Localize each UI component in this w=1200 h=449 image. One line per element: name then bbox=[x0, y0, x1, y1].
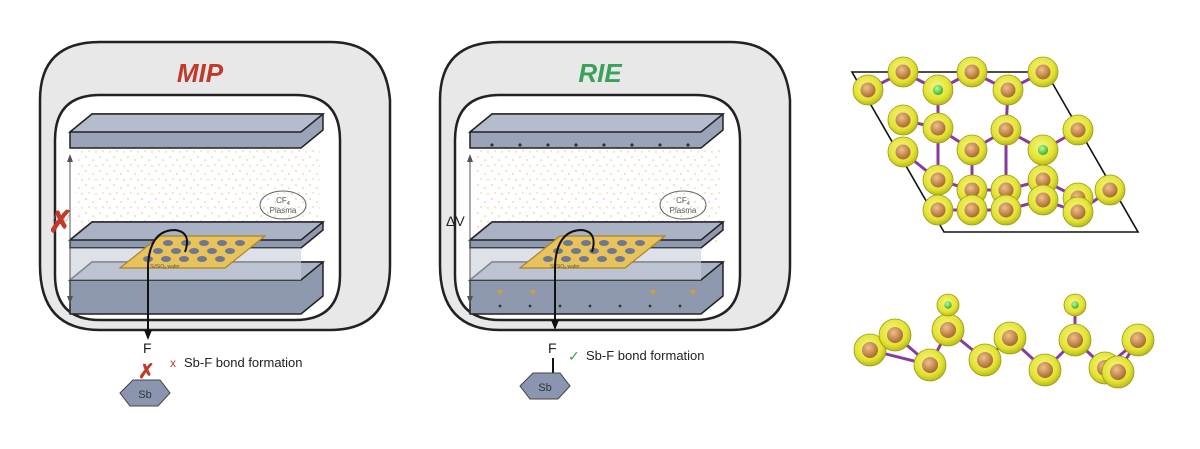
fluorine-atom bbox=[1037, 144, 1049, 156]
atom-core bbox=[930, 172, 946, 188]
plasma-label: CF4 Plasma bbox=[259, 190, 307, 220]
atom-core bbox=[964, 202, 980, 218]
fluorine-atom bbox=[944, 301, 952, 309]
fluorine-atom bbox=[1071, 301, 1079, 309]
atom-core bbox=[895, 144, 911, 160]
mip-panel: MIP bbox=[38, 40, 392, 407]
plasma-label: CF4 Plasma bbox=[659, 190, 707, 220]
fluorine-trajectory bbox=[554, 228, 595, 328]
mip-title: MIP bbox=[177, 58, 224, 88]
sb-hexagon: Sb bbox=[119, 379, 171, 407]
bond-text: Sb-F bond formation bbox=[586, 348, 705, 363]
atom-core bbox=[930, 202, 946, 218]
crystal-structure-panel bbox=[850, 56, 1155, 389]
voltage-indicator: ΔV bbox=[446, 154, 473, 304]
atom-core bbox=[887, 327, 903, 343]
atom-core bbox=[1035, 192, 1051, 208]
atom-core bbox=[922, 357, 938, 373]
atom-core bbox=[977, 352, 993, 368]
rie-panel: RIE bbox=[438, 40, 792, 400]
atom-core bbox=[1037, 362, 1053, 378]
atom-core bbox=[862, 342, 878, 358]
atom-core bbox=[1102, 182, 1118, 198]
atom-core bbox=[1035, 64, 1051, 80]
svg-text:Sb: Sb bbox=[138, 389, 151, 401]
atom-core bbox=[895, 64, 911, 80]
cross-mark-icon: ✗ bbox=[138, 361, 155, 383]
fluorine-label: F bbox=[143, 340, 152, 356]
atom-core bbox=[895, 112, 911, 128]
sb-atoms-side-view bbox=[853, 293, 1155, 389]
rie-title: RIE bbox=[578, 58, 622, 88]
fluorine-trajectory bbox=[147, 228, 188, 338]
atom-core bbox=[860, 82, 876, 98]
check-mark-icon: ✓ bbox=[568, 348, 580, 364]
atom-core bbox=[998, 182, 1014, 198]
sb-hexagon: Sb bbox=[519, 372, 571, 400]
atom-core bbox=[930, 120, 946, 136]
atom-core bbox=[998, 122, 1014, 138]
atom-core bbox=[1002, 330, 1018, 346]
atom-core bbox=[1130, 332, 1146, 348]
atom-core bbox=[1110, 364, 1126, 380]
atom-core bbox=[1070, 204, 1086, 220]
svg-text:CF4: CF4 bbox=[676, 196, 690, 207]
atom-core bbox=[964, 64, 980, 80]
svg-text:ΔV: ΔV bbox=[446, 213, 465, 229]
atom-core bbox=[1000, 82, 1016, 98]
svg-text:Sb: Sb bbox=[538, 382, 551, 394]
top-electrode bbox=[67, 113, 326, 149]
fluorine-atom bbox=[932, 84, 944, 96]
wafer: Si/SiO2 wafer bbox=[118, 235, 267, 270]
svg-text:Si/SiO2 wafer: Si/SiO2 wafer bbox=[550, 264, 580, 270]
bond-text: Sb-F bond formation bbox=[184, 355, 303, 370]
bond-status-mark: x bbox=[170, 356, 176, 370]
svg-text:Plasma: Plasma bbox=[270, 206, 297, 215]
svg-text:ΔV: ΔV bbox=[52, 209, 71, 225]
atom-core bbox=[964, 182, 980, 198]
voltage-indicator: ΔV ✗ bbox=[48, 154, 73, 304]
atom-core bbox=[1070, 122, 1086, 138]
atom-core bbox=[940, 322, 956, 338]
atom-core bbox=[964, 142, 980, 158]
sb-atoms-top-view bbox=[852, 56, 1126, 228]
fluorine-label: F bbox=[548, 340, 557, 356]
svg-text:CF4: CF4 bbox=[276, 196, 290, 207]
top-electrode bbox=[467, 113, 726, 149]
atom-core bbox=[998, 202, 1014, 218]
svg-text:Si/SiO2 wafer: Si/SiO2 wafer bbox=[150, 264, 180, 270]
atom-core bbox=[1035, 172, 1051, 188]
svg-text:Plasma: Plasma bbox=[670, 206, 697, 215]
cross-mark-icon: ✗ bbox=[48, 206, 73, 239]
atom-core bbox=[1067, 332, 1083, 348]
